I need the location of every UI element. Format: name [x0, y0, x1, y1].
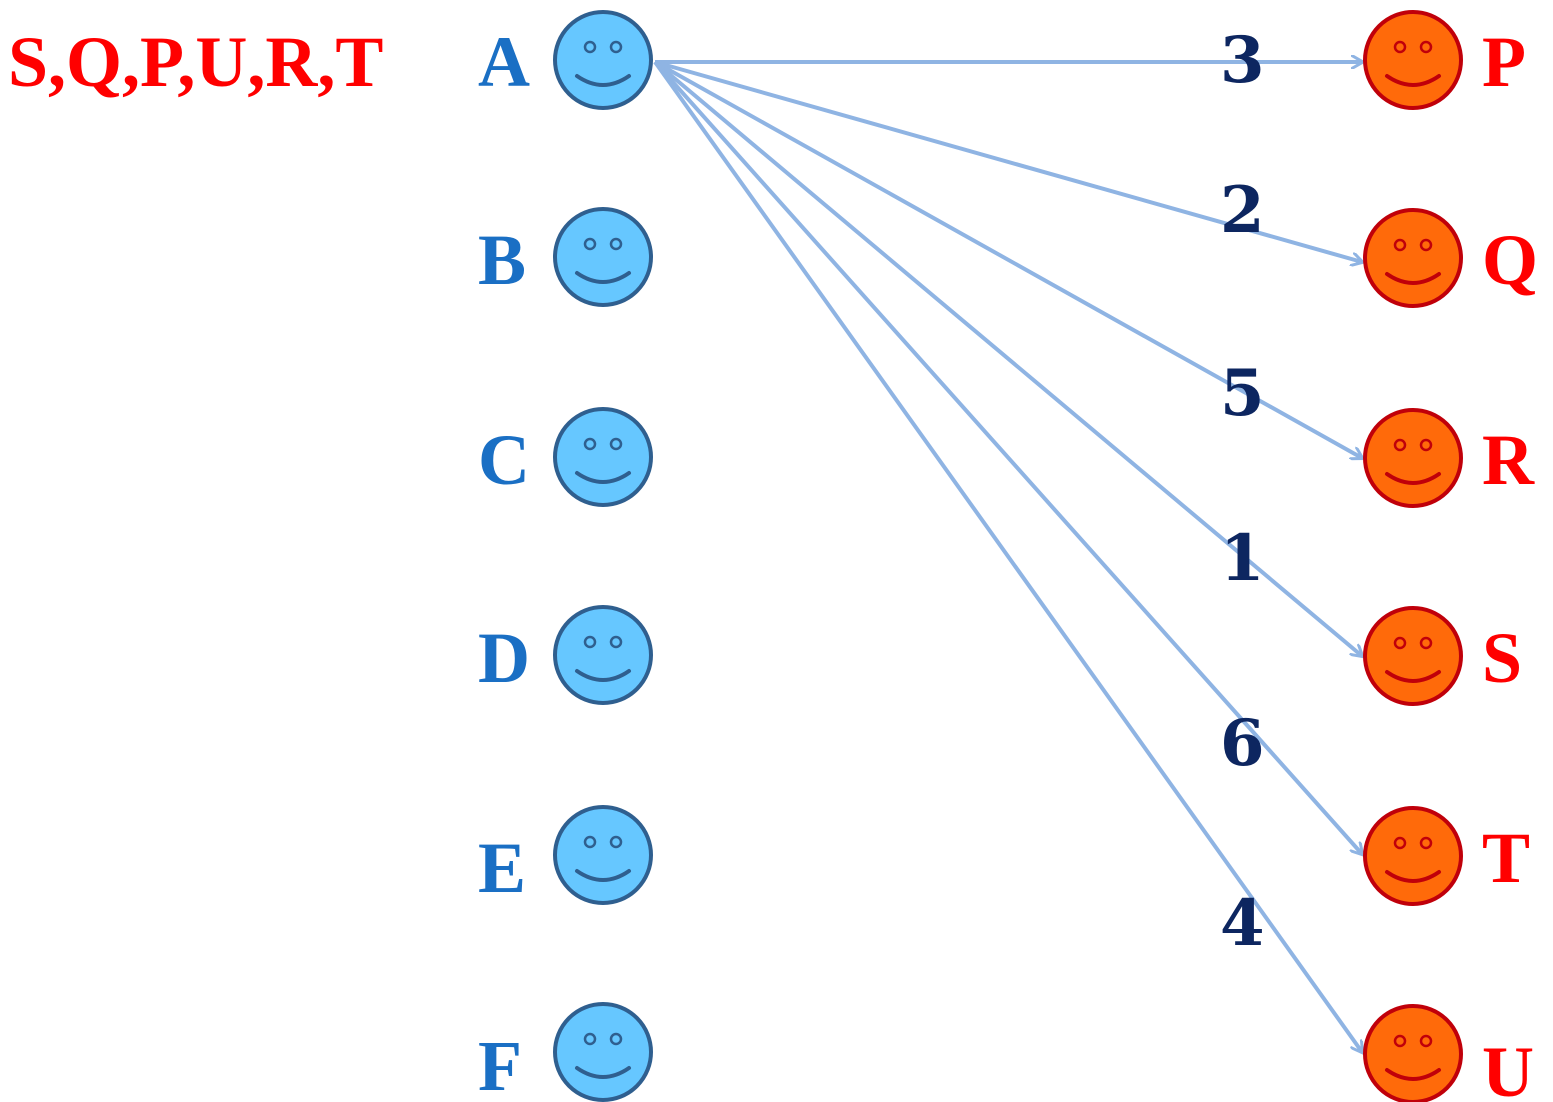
left-node-e: E [478, 805, 653, 908]
right-node-t: T [1363, 806, 1530, 906]
smiley-face-icon [553, 407, 653, 507]
left-node-label: D [478, 618, 530, 698]
edge-a-r [654, 60, 1362, 458]
rank-label-r: 5 [1220, 356, 1265, 431]
smiley-face-icon [1363, 806, 1463, 906]
smiley-face-icon [553, 605, 653, 705]
left-node-label: F [478, 1026, 522, 1102]
edge-a-u [653, 60, 1362, 1052]
left-node-b: B [478, 207, 653, 307]
left-node-c: C [478, 407, 653, 507]
smiley-face-icon [1363, 10, 1463, 110]
left-node-label: C [478, 420, 530, 500]
left-node-label: E [478, 828, 526, 908]
smiley-face-icon [553, 207, 653, 307]
edge-a-q [654, 60, 1362, 262]
right-node-label: S [1482, 618, 1522, 698]
left-node-a: A [478, 10, 653, 110]
edge-a-s [653, 60, 1362, 656]
right-node-label: U [1482, 1032, 1534, 1102]
left-node-d: D [478, 605, 653, 705]
left-node-f: F [478, 1002, 653, 1102]
smiley-face-icon [553, 1002, 653, 1102]
left-node-label: A [478, 22, 530, 102]
smiley-face-icon [1363, 208, 1463, 308]
right-node-q: Q [1363, 208, 1538, 308]
right-node-r: R [1363, 408, 1535, 508]
right-node-p: P [1363, 10, 1526, 110]
right-node-label: T [1482, 818, 1530, 898]
right-node-label: P [1482, 22, 1526, 102]
smiley-face-icon [1363, 408, 1463, 508]
rank-label-p: 3 [1220, 23, 1265, 98]
rank-label-t: 6 [1220, 706, 1265, 781]
rank-label-q: 2 [1220, 173, 1265, 248]
edge-a-t [653, 60, 1362, 854]
rank-label-u: 4 [1220, 886, 1265, 961]
smiley-face-icon [1363, 1004, 1463, 1102]
rank-label-s: 1 [1220, 521, 1265, 596]
right-node-label: Q [1482, 220, 1538, 300]
edges [653, 60, 1362, 1052]
smiley-face-icon [553, 805, 653, 905]
ordering-label: S,Q,P,U,R,T [8, 22, 383, 102]
right-node-label: R [1482, 420, 1535, 500]
smiley-face-icon [1363, 606, 1463, 706]
smiley-face-icon [553, 10, 653, 110]
right-node-u: U [1363, 1004, 1534, 1102]
rank-labels: 3 2 5 1 6 4 [1220, 23, 1265, 961]
right-node-s: S [1363, 606, 1522, 706]
left-node-label: B [478, 220, 526, 300]
